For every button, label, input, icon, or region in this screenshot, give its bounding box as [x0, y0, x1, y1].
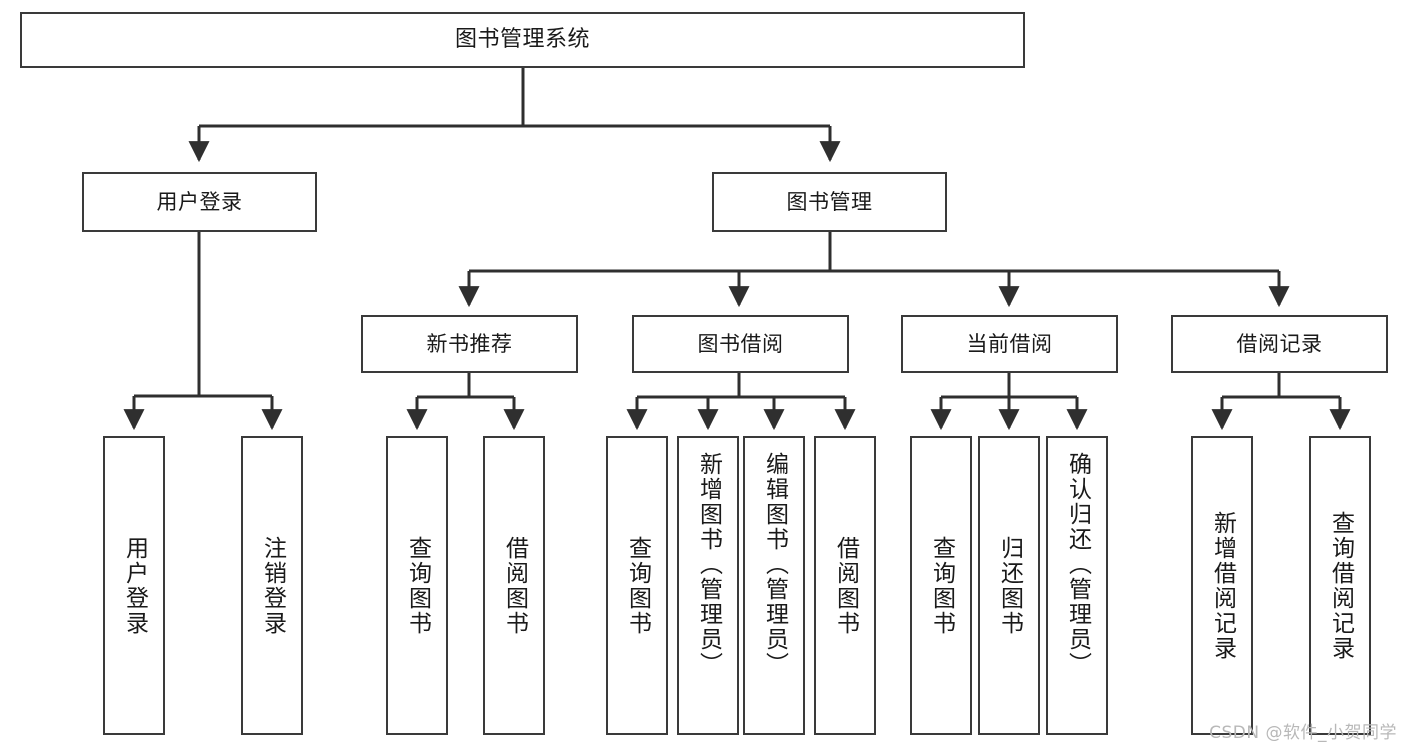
node-new-book-recommend[interactable]: 新书推荐	[361, 315, 578, 373]
leaf-newbook-query-book[interactable]: 查询图书	[386, 436, 448, 735]
leaf-user-logout-label: 注销登录	[259, 535, 286, 636]
leaf-records-add-record-label: 新增借阅记录	[1209, 510, 1236, 661]
leaf-borrow-add-book-admin-label: 新增图书（管理员）	[695, 452, 722, 677]
leaf-current-return-book[interactable]: 归还图书	[978, 436, 1040, 735]
watermark-text: CSDN @软件_小贺同学	[1209, 723, 1397, 743]
leaf-records-query-record-label: 查询借阅记录	[1327, 510, 1354, 661]
leaf-records-add-record[interactable]: 新增借阅记录	[1191, 436, 1253, 735]
node-borrow-records[interactable]: 借阅记录	[1171, 315, 1388, 373]
node-book-management-label: 图书管理	[786, 189, 873, 214]
leaf-borrow-edit-book-admin[interactable]: 编辑图书（管理员）	[743, 436, 805, 735]
leaf-borrow-borrow-book-label: 借阅图书	[832, 535, 859, 636]
leaf-borrow-borrow-book[interactable]: 借阅图书	[814, 436, 876, 735]
node-book-borrow[interactable]: 图书借阅	[632, 315, 849, 373]
node-new-book-recommend-label: 新书推荐	[426, 331, 513, 356]
leaf-current-query-book-label: 查询图书	[928, 535, 955, 636]
leaf-current-confirm-return-admin[interactable]: 确认归还（管理员）	[1046, 436, 1108, 735]
node-borrow-records-label: 借阅记录	[1236, 331, 1323, 356]
node-root[interactable]: 图书管理系统	[20, 12, 1025, 68]
leaf-borrow-add-book-admin[interactable]: 新增图书（管理员）	[677, 436, 739, 735]
leaf-current-confirm-return-admin-label: 确认归还（管理员）	[1064, 452, 1091, 677]
node-book-borrow-label: 图书借阅	[697, 331, 784, 356]
leaf-newbook-borrow-book-label: 借阅图书	[501, 535, 528, 636]
node-current-borrow-label: 当前借阅	[966, 331, 1053, 356]
leaf-current-query-book[interactable]: 查询图书	[910, 436, 972, 735]
node-root-label: 图书管理系统	[454, 27, 590, 53]
leaf-borrow-query-book[interactable]: 查询图书	[606, 436, 668, 735]
leaf-records-query-record[interactable]: 查询借阅记录	[1309, 436, 1371, 735]
leaf-newbook-query-book-label: 查询图书	[404, 535, 431, 636]
node-book-management[interactable]: 图书管理	[712, 172, 947, 232]
leaf-user-logout[interactable]: 注销登录	[241, 436, 303, 735]
leaf-user-login[interactable]: 用户登录	[103, 436, 165, 735]
leaf-borrow-query-book-label: 查询图书	[624, 535, 651, 636]
node-user-login-label: 用户登录	[156, 189, 243, 214]
leaf-user-login-label: 用户登录	[121, 535, 148, 636]
leaf-newbook-borrow-book[interactable]: 借阅图书	[483, 436, 545, 735]
node-current-borrow[interactable]: 当前借阅	[901, 315, 1118, 373]
leaf-borrow-edit-book-admin-label: 编辑图书（管理员）	[761, 452, 788, 677]
node-user-login[interactable]: 用户登录	[82, 172, 317, 232]
leaf-current-return-book-label: 归还图书	[996, 535, 1023, 636]
